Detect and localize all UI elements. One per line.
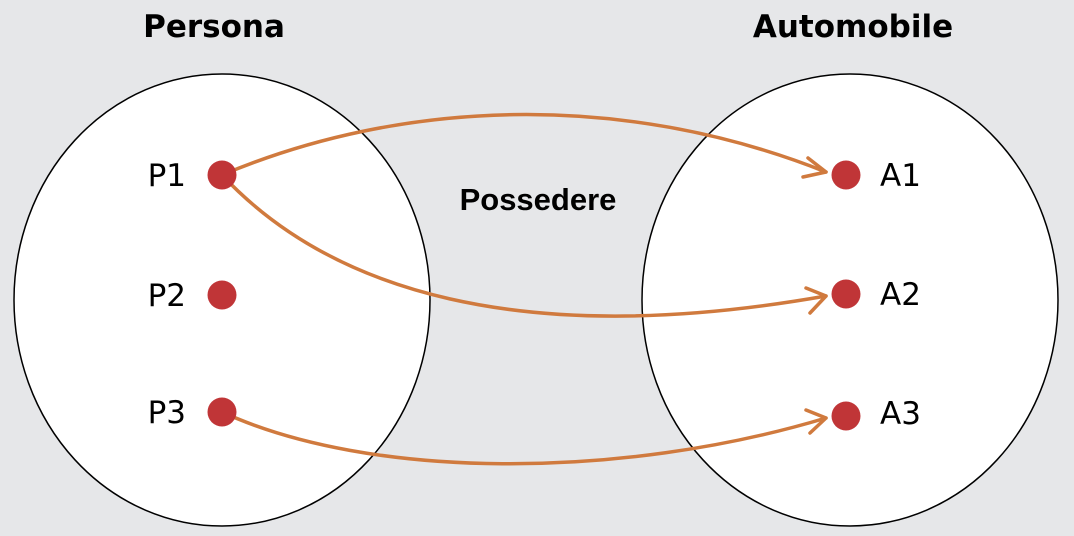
arrowhead-a2: [804, 286, 828, 315]
node-a3: [831, 401, 861, 431]
relation-label: Possedere: [460, 182, 617, 217]
mapping-arrow-p1-a2: [220, 173, 828, 318]
set-title-persona: Persona: [143, 9, 285, 45]
node-label-a2: A2: [880, 277, 921, 313]
node-p3: [207, 397, 237, 427]
node-label-a1: A1: [880, 158, 921, 194]
node-label-p2: P2: [148, 278, 186, 314]
node-a1: [831, 160, 861, 190]
node-label-a3: A3: [880, 396, 921, 432]
mapping-arrow-p1-a1: [220, 112, 828, 177]
node-label-p1: P1: [148, 158, 186, 194]
set-title-automobile: Automobile: [753, 9, 953, 45]
node-a2: [831, 279, 861, 309]
arrowhead-a3: [804, 408, 828, 435]
arrowhead-a1: [801, 156, 828, 179]
node-p1: [207, 160, 237, 190]
node-p2: [207, 280, 237, 310]
node-label-p3: P3: [148, 395, 186, 431]
mapping-arrow-p3-a3: [220, 410, 828, 466]
